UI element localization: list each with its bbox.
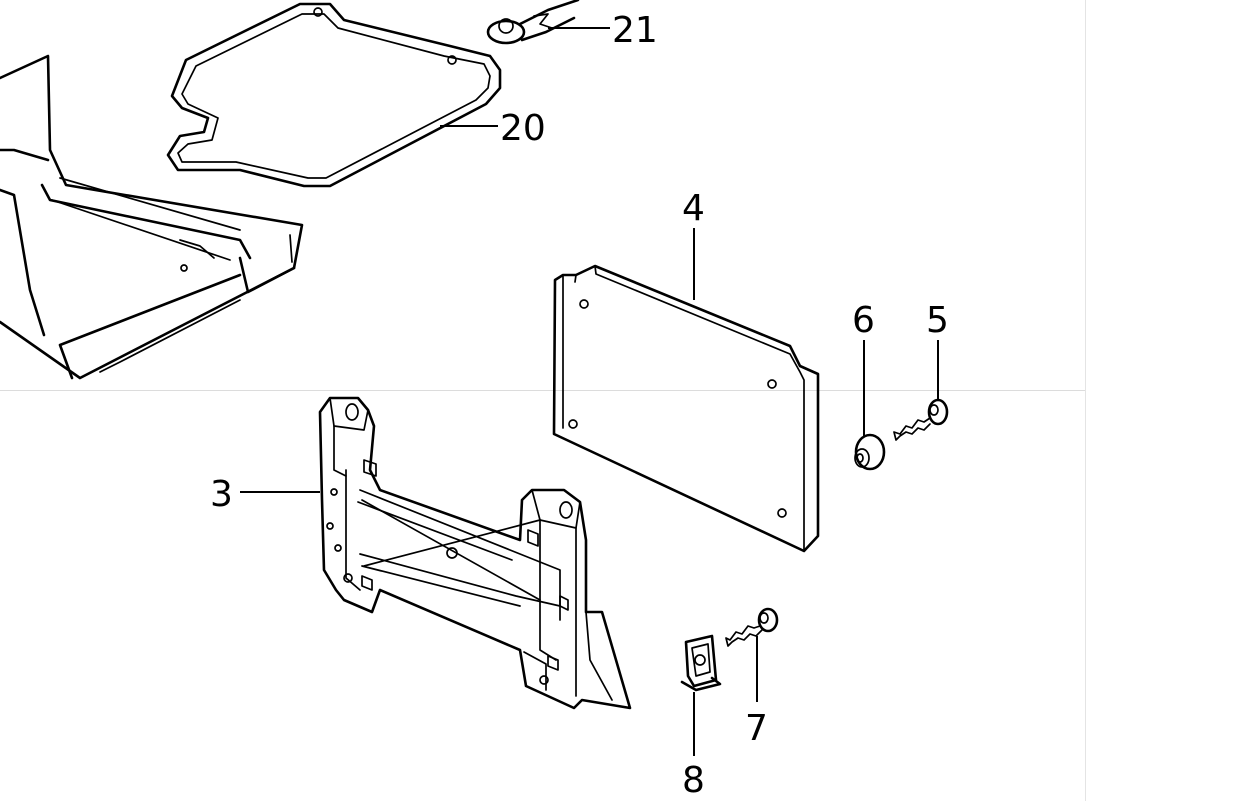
clip-nut	[680, 634, 722, 692]
callout-6: 6	[852, 300, 875, 341]
callout-8: 8	[682, 760, 705, 801]
floor-pan-tray	[0, 54, 304, 380]
callout-4: 4	[682, 188, 705, 229]
mounting-bracket	[318, 396, 632, 710]
right-margin	[1085, 0, 1242, 801]
cover-plate	[552, 264, 820, 553]
callout-7: 7	[745, 708, 768, 749]
callout-21: 21	[612, 10, 658, 51]
callout-3: 3	[210, 474, 233, 515]
leader-lines	[240, 27, 939, 756]
callout-5: 5	[926, 300, 949, 341]
diagram-canvas: 21 20 4 6 5 3 7 8	[0, 0, 1085, 801]
page-divider	[0, 390, 1085, 391]
floor-mat	[166, 2, 502, 188]
retaining-clip	[486, 0, 580, 45]
parts-diagram: 21 20 4 6 5 3 7 8	[0, 0, 949, 801]
screw-lower	[725, 607, 779, 647]
callout-20: 20	[500, 108, 546, 149]
grommet	[854, 433, 886, 471]
screw-upper	[893, 398, 949, 441]
